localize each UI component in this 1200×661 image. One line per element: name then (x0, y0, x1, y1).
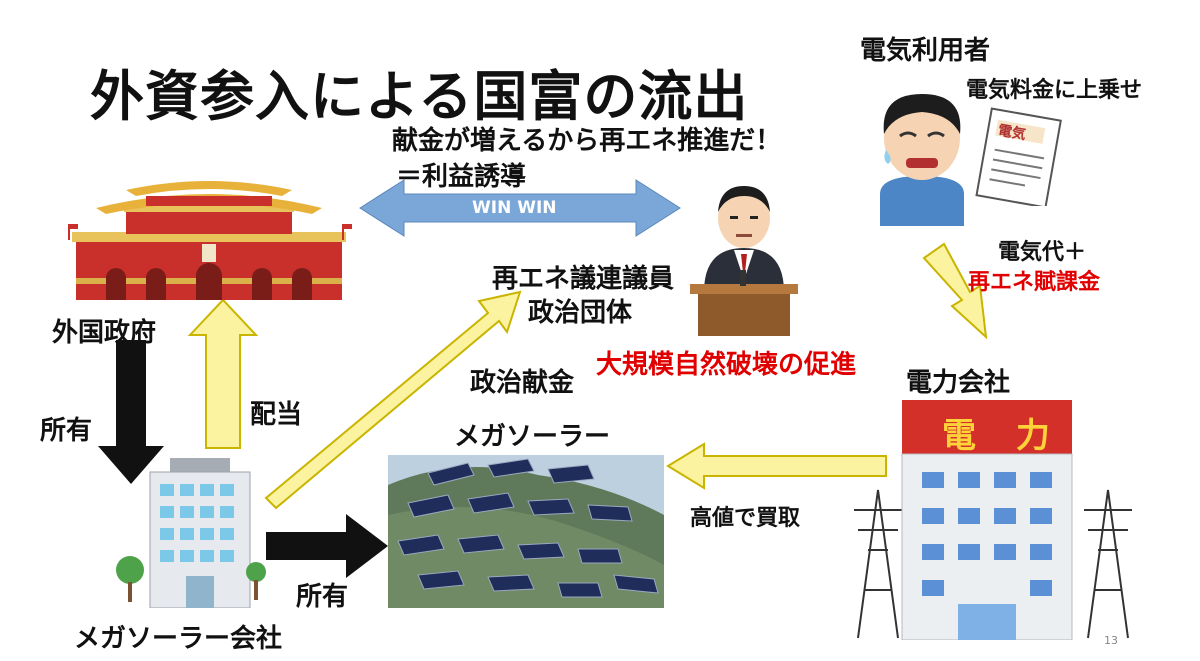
owns-label-1: 所有 (40, 416, 93, 446)
donation-quote-line1: 献金が増えるから再エネ推進だ！ (392, 126, 782, 156)
electricity-user-label: 電気利用者 (860, 36, 991, 66)
buy-high-label: 高値で買取 (690, 506, 801, 531)
donation-quote-line2: ＝利益誘導 (396, 162, 527, 192)
politician-label-line1: 再エネ議連議員 (492, 264, 675, 294)
foreign-government-label: 外国政府 (52, 318, 157, 348)
electricity-bill-illustration (975, 107, 1062, 206)
bill-arrow (922, 242, 988, 340)
bill-label-line1: 電気代＋ (998, 240, 1087, 265)
politician-illustration (690, 186, 798, 336)
political-donation-label: 政治献金 (470, 368, 575, 398)
win-win-arrow (359, 179, 681, 237)
power-company-sign: 電 力 (942, 416, 1064, 456)
page-title: 外資参入による国富の流出 (90, 65, 749, 128)
power-company-building-illustration (854, 400, 1132, 640)
bill-label-line2: 再エネ賦課金 (968, 270, 1101, 295)
buy-high-arrow (666, 442, 887, 490)
surcharge-added-note: 電気料金に上乗せ (966, 78, 1143, 103)
owns-label-2: 所有 (296, 582, 349, 612)
dividend-label: 配当 (250, 400, 303, 430)
mega-solar-label: メガソーラー (454, 422, 611, 452)
electricity-user-illustration (880, 94, 964, 226)
foreign-government-building-illustration (68, 181, 352, 300)
page-number: 13 (1104, 634, 1118, 647)
owns-arrow-right (266, 514, 388, 578)
mega-solar-company-building-illustration (116, 458, 266, 608)
win-win-label: WIN WIN (472, 198, 557, 218)
dividend-arrow (187, 298, 259, 449)
politician-label-line2: 政治団体 (528, 298, 633, 328)
mega-solar-photo (388, 455, 664, 608)
owns-arrow-down (98, 340, 164, 484)
nature-destruction-note: 大規模自然破壊の促進 (596, 350, 857, 380)
political-donation-arrow (264, 290, 522, 510)
mega-solar-company-label: メガソーラー会社 (74, 624, 283, 654)
power-company-label: 電力会社 (906, 368, 1011, 398)
